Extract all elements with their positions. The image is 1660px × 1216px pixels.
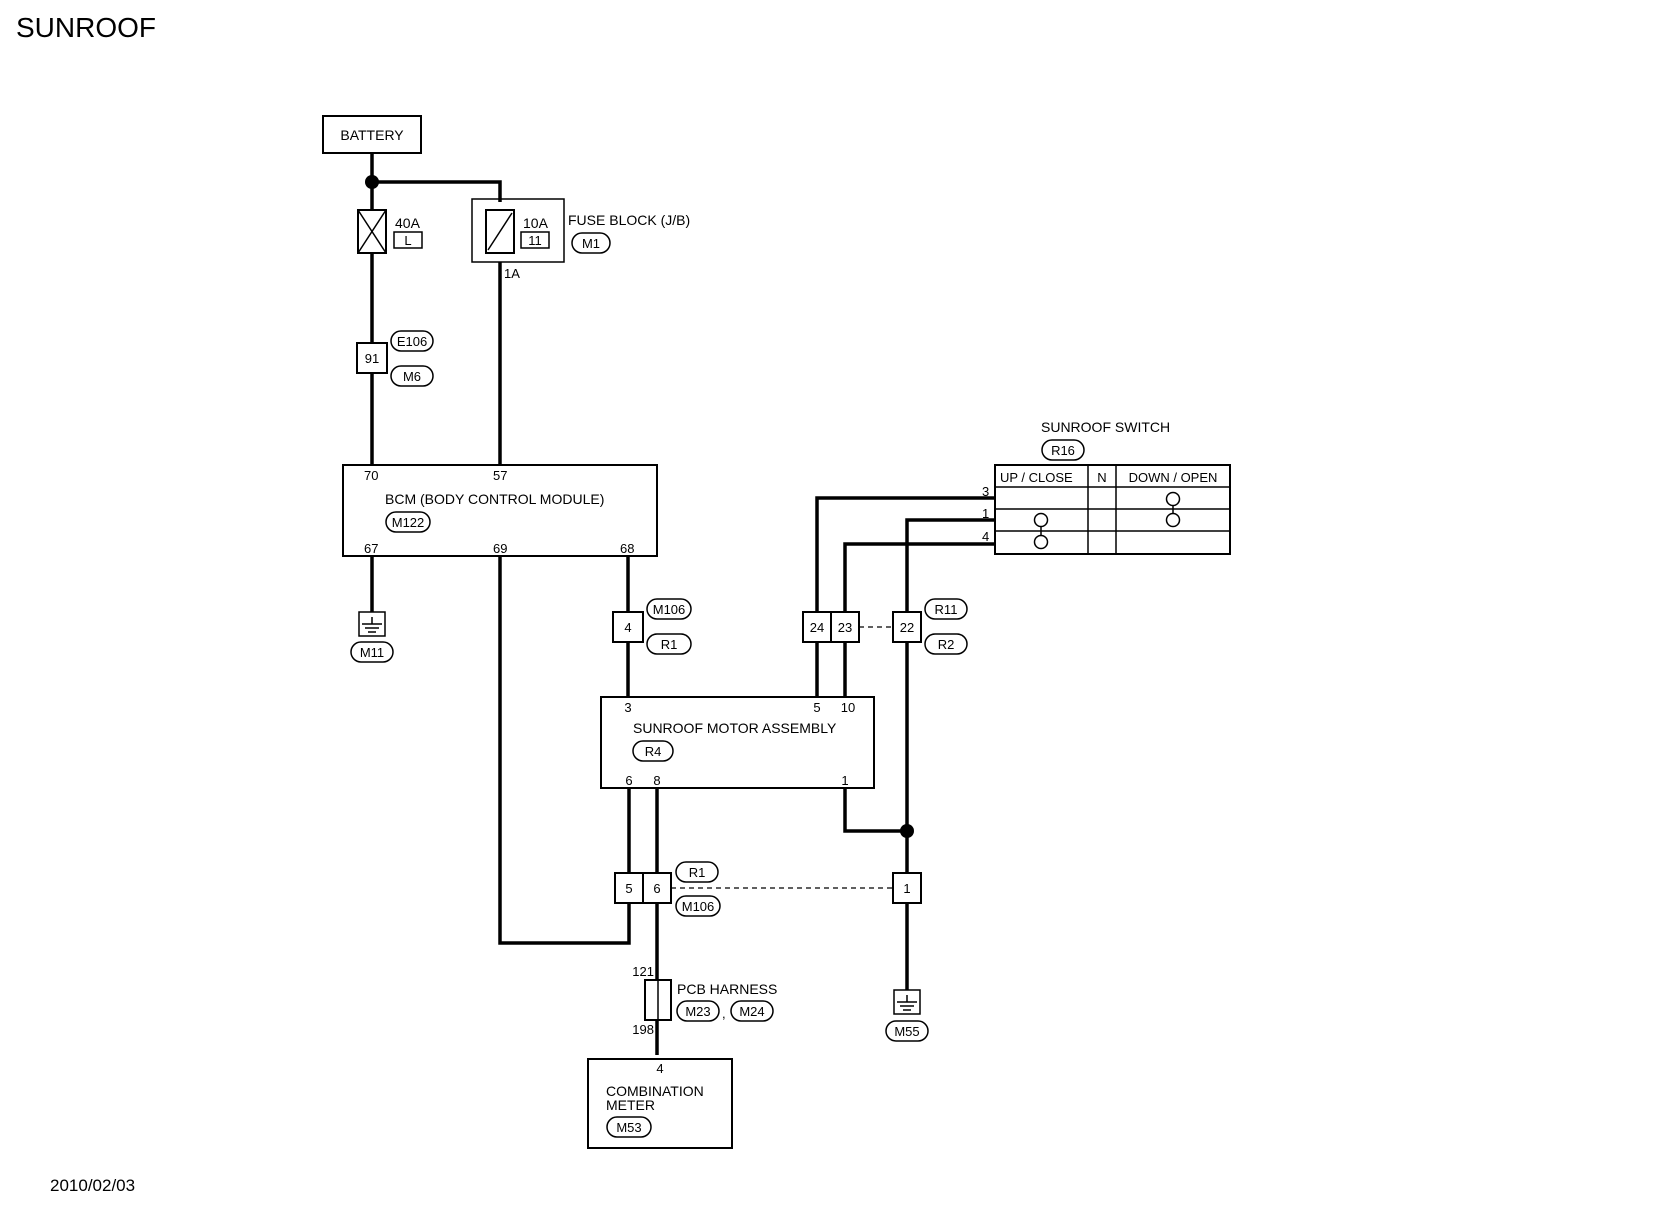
- connector-r11: 24 23 22 R11 R2: [802, 598, 968, 655]
- pcb-harness: 121 198 PCB HARNESS M23 , M24: [632, 964, 777, 1037]
- pcb-pin-198: 198: [632, 1022, 654, 1037]
- connector-24-pin: 24: [810, 620, 824, 635]
- ground-m55-tag: M55: [894, 1024, 919, 1039]
- meter-connector: M53: [616, 1120, 641, 1135]
- fuse-block-connector: M1: [582, 236, 600, 251]
- motor-label: SUNROOF MOTOR ASSEMBLY: [633, 720, 837, 736]
- switch-row-4: 4: [982, 529, 989, 544]
- meter-label-line1: COMBINATION: [606, 1083, 704, 1099]
- sunroof-switch: SUNROOF SWITCH R16 UP / CLOSE N DOWN / O…: [982, 419, 1231, 555]
- bcm-label: BCM (BODY CONTROL MODULE): [385, 491, 604, 507]
- bcm-pin-57: 57: [493, 468, 507, 483]
- connector-r2-tag: R2: [938, 637, 955, 652]
- connector-5-pin: 5: [625, 881, 632, 896]
- sunroof-switch-label: SUNROOF SWITCH: [1041, 419, 1170, 435]
- connector-r1-tag: R1: [661, 637, 678, 652]
- motor-pin-1: 1: [841, 773, 848, 788]
- sunroof-motor-assembly: 3 5 10 SUNROOF MOTOR ASSEMBLY R4 6 8 1: [600, 696, 875, 789]
- connector-e106-tag: E106: [397, 334, 427, 349]
- connector-r1-lower-tag: R1: [689, 865, 706, 880]
- motor-pin-6: 6: [625, 773, 632, 788]
- continuity-down-open: [1165, 491, 1181, 528]
- bcm: 70 57 BCM (BODY CONTROL MODULE) M122 67 …: [342, 464, 658, 557]
- connector-lower: 5 6 1 R1 M106: [614, 861, 922, 917]
- fuse-40a-rating: 40A: [395, 215, 421, 231]
- ground-m11: M11: [350, 611, 394, 663]
- page-title: SUNROOF: [16, 12, 156, 43]
- motor-pin-10: 10: [841, 700, 855, 715]
- fuse-block-terminal: 1A: [504, 266, 520, 281]
- switch-row-1: 1: [982, 506, 989, 521]
- connector-4-pin: 4: [624, 620, 631, 635]
- splice-battery: [365, 175, 379, 189]
- switch-col-down-open: DOWN / OPEN: [1129, 470, 1218, 485]
- combination-meter: 4 COMBINATION METER M53: [587, 1058, 733, 1149]
- fuse-block-code: 11: [528, 233, 542, 248]
- battery-label: BATTERY: [340, 127, 404, 143]
- battery: BATTERY: [322, 115, 422, 154]
- connector-91: 91 E106 M6: [356, 330, 434, 387]
- connector-m6-tag: M6: [403, 369, 421, 384]
- fuse-block-label: FUSE BLOCK (J/B): [568, 212, 690, 228]
- connector-22-pin: 22: [900, 620, 914, 635]
- switch-col-n: N: [1097, 470, 1106, 485]
- connector-r11-tag: R11: [935, 602, 958, 617]
- motor-pin-8: 8: [653, 773, 660, 788]
- pcb-pin-121: 121: [632, 964, 654, 979]
- connector-91-pin: 91: [365, 351, 379, 366]
- connector-1-pin: 1: [903, 881, 910, 896]
- connector-23-pin: 23: [838, 620, 852, 635]
- splice-ground: [900, 824, 914, 838]
- connector-m106-lower-tag: M106: [682, 899, 715, 914]
- ground-m11-tag: M11: [360, 645, 384, 660]
- ground-m55: M55: [885, 989, 929, 1042]
- diagram-date: 2010/02/03: [50, 1176, 136, 1195]
- pcb-harness-label: PCB HARNESS: [677, 981, 777, 997]
- bcm-pin-68: 68: [620, 541, 634, 556]
- motor-pin-5: 5: [813, 700, 820, 715]
- connector-m24-tag: M24: [739, 1004, 764, 1019]
- switch-row-3: 3: [982, 484, 989, 499]
- fuse-block: 10A 11 FUSE BLOCK (J/B) M1 1A: [471, 198, 690, 281]
- fuse-40a-code: L: [404, 233, 411, 248]
- connector-m23-tag: M23: [685, 1004, 710, 1019]
- motor-pin-3: 3: [624, 700, 631, 715]
- connector-4: 4 M106 R1: [612, 598, 692, 655]
- pcb-separator: ,: [722, 1006, 726, 1021]
- meter-label-line2: METER: [606, 1097, 655, 1113]
- fuse-block-rating: 10A: [523, 215, 549, 231]
- sunroof-switch-connector: R16: [1051, 443, 1075, 458]
- continuity-up-close: [1033, 512, 1049, 550]
- meter-pin-4: 4: [656, 1061, 663, 1076]
- bcm-pin-69: 69: [493, 541, 507, 556]
- connector-m106-tag: M106: [653, 602, 686, 617]
- bcm-pin-70: 70: [364, 468, 378, 483]
- bcm-connector: M122: [392, 515, 425, 530]
- switch-col-up-close: UP / CLOSE: [1000, 470, 1073, 485]
- bcm-pin-67: 67: [364, 541, 378, 556]
- connector-6-pin: 6: [653, 881, 660, 896]
- fuse-40a: 40A L: [357, 209, 423, 254]
- motor-connector: R4: [645, 744, 662, 759]
